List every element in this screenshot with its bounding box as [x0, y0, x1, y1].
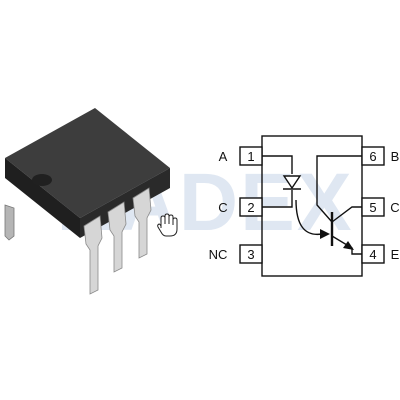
pin-label-emitter: E [391, 247, 400, 262]
package-pins-front [83, 187, 152, 295]
light-emission-arrow [295, 199, 323, 236]
emitter-wire [331, 235, 362, 255]
pin-label-base: B [391, 149, 400, 164]
base-wire [316, 155, 362, 223]
led-cathode-wire [262, 190, 293, 208]
package-top-face [5, 108, 170, 218]
package-left-face [5, 158, 80, 238]
pin-number-4: 4 [369, 247, 376, 262]
pin-number-3: 3 [247, 247, 254, 262]
pin-label-collector: C [390, 200, 399, 215]
package-front-face [80, 168, 170, 238]
pin-label-anode: A [219, 149, 228, 164]
collector-wire [331, 206, 362, 223]
dip6-package-illustration [4, 108, 170, 295]
pin-label-nc: NC [209, 247, 228, 262]
light-arrow-head [320, 229, 330, 239]
package-notch [32, 174, 52, 186]
schematic [239, 135, 385, 277]
pin-number-2: 2 [247, 200, 254, 215]
hand-cursor-icon [157, 213, 178, 237]
package-pin-back [4, 204, 15, 241]
pin-number-6: 6 [369, 149, 376, 164]
led-anode-wire [262, 155, 293, 174]
emitter-arrow-head [343, 241, 354, 250]
led-diode-triangle [282, 175, 302, 190]
pin-number-5: 5 [369, 200, 376, 215]
pin-number-1: 1 [247, 149, 254, 164]
pin-box-3 [239, 244, 263, 264]
pin-label-cathode: C [218, 200, 227, 215]
